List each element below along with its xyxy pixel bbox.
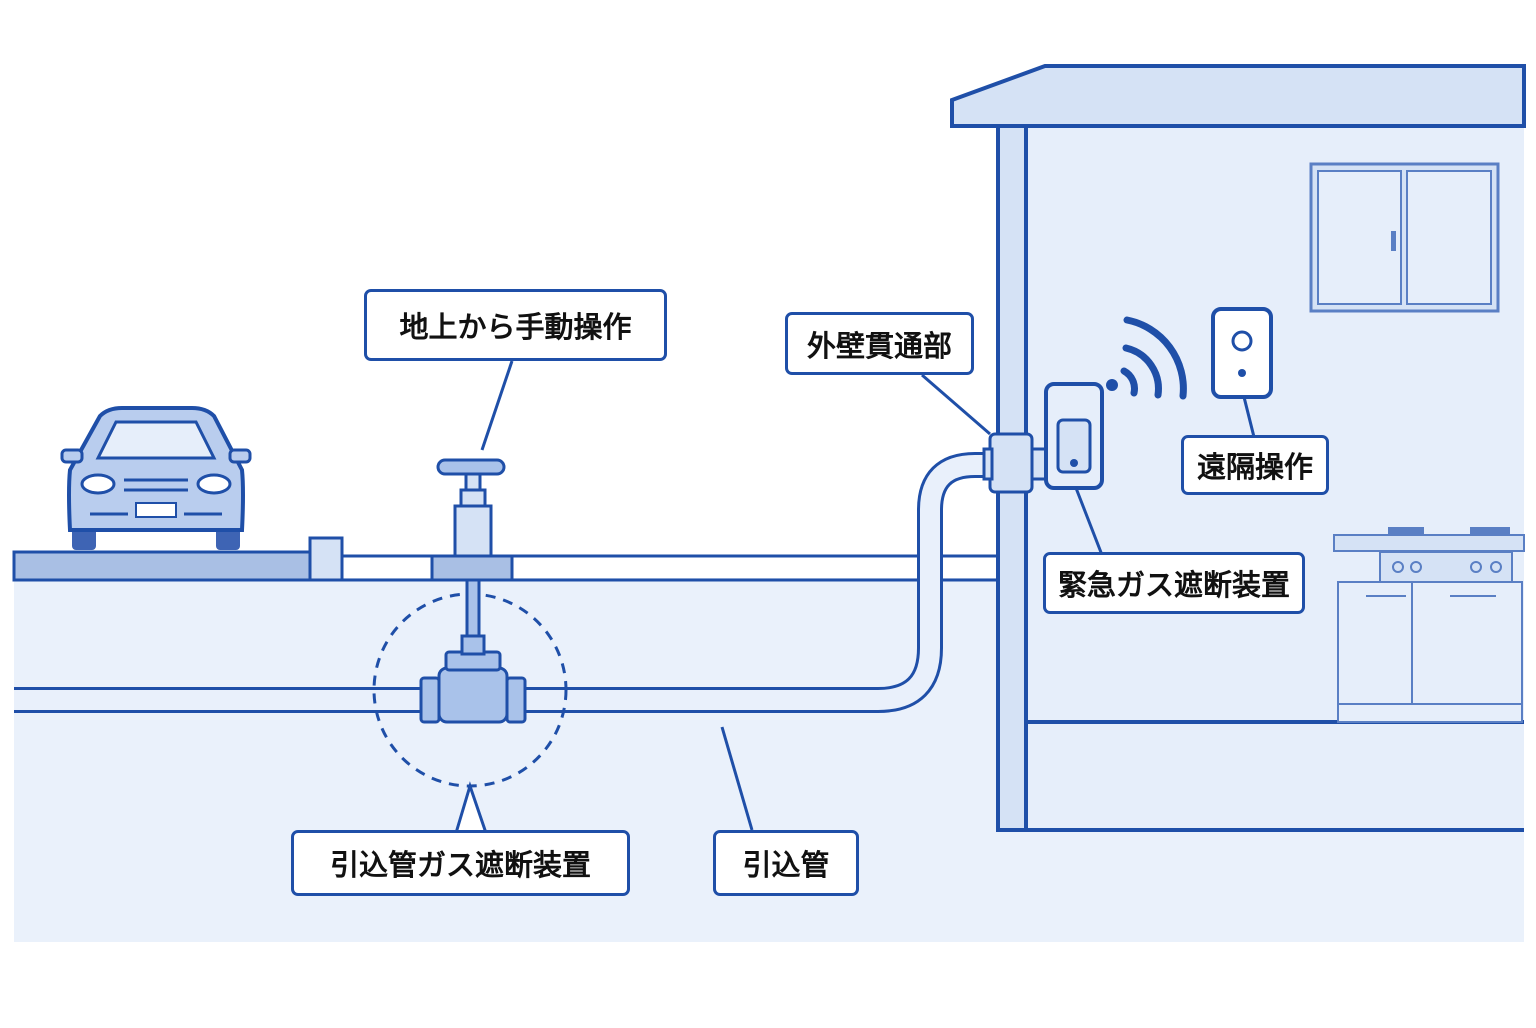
- emergency-shutoff-device: [1044, 382, 1104, 490]
- wifi-signal-icon: [1106, 316, 1187, 400]
- label-emergency-shutoff: 緊急ガス遮断装置: [1043, 552, 1305, 614]
- window: [1309, 162, 1500, 313]
- road-surface: [12, 550, 314, 582]
- label-service-pipe: 引込管: [713, 830, 859, 896]
- kitchen-stove-icon: [1333, 527, 1525, 723]
- label-manual-operation: 地上から手動操作: [364, 289, 667, 361]
- manual-operation-post: [430, 458, 514, 582]
- label-service-pipe-shutoff: 引込管ガス遮断装置: [291, 830, 630, 896]
- remote-switch-icon: [1211, 307, 1273, 399]
- curb-block: [308, 536, 344, 582]
- label-wall-penetration: 外壁貫通部: [785, 312, 974, 375]
- service-pipe-shutoff-valve: [372, 578, 568, 788]
- leader-lines: [480, 360, 1256, 831]
- label-remote-operation: 遠隔操作: [1181, 435, 1329, 495]
- service-pipe: [14, 452, 998, 713]
- car-icon: [60, 406, 252, 550]
- house-roof: [950, 64, 1526, 128]
